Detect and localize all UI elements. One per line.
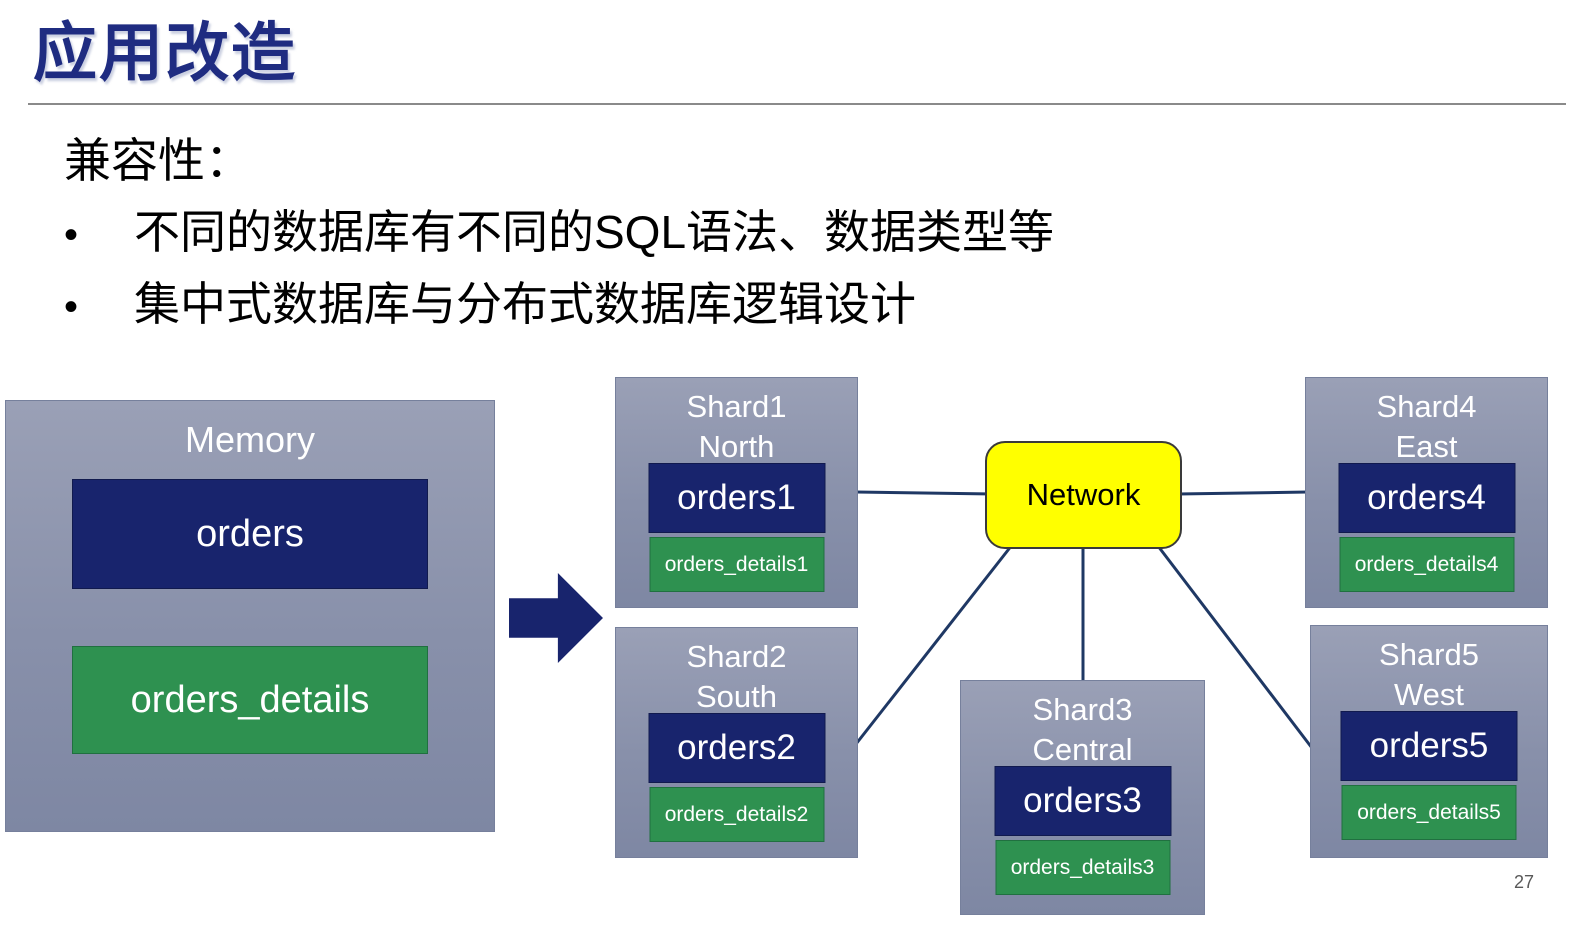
shard1-title: Shard1	[686, 389, 787, 424]
shard5-title: Shard5	[1379, 637, 1479, 672]
shard2-title: Shard2	[686, 639, 787, 674]
connector-network-shard2	[854, 544, 1014, 745]
shard2-panel: Shard2 South orders2 orders_details2	[615, 627, 858, 858]
shard4-panel: Shard4 East orders4 orders_details4	[1305, 377, 1548, 608]
body-heading: 兼容性：	[64, 134, 252, 187]
shard3-orders-table: orders3	[994, 766, 1171, 836]
shard3-panel: Shard3 Central orders3 orders_details3	[960, 680, 1205, 915]
connector-network-shard4	[1177, 490, 1309, 496]
shard1-panel: Shard1 North orders1 orders_details1	[615, 377, 858, 608]
shard4-orders-table: orders4	[1338, 463, 1515, 533]
shard3-details-table: orders_details3	[995, 840, 1170, 895]
bullet-item: • 集中式数据库与分布式数据库逻辑设计	[64, 268, 916, 334]
shard5-orders-table: orders5	[1340, 711, 1518, 781]
bullet-item: • 不同的数据库有不同的SQL语法、数据类型等	[64, 196, 1054, 262]
memory-orders-table: orders	[72, 479, 428, 589]
connector-network-shard5	[1156, 545, 1314, 749]
shard4-details-table: orders_details4	[1339, 537, 1514, 592]
slide-title: 应用改造	[33, 17, 297, 89]
network-node: Network	[985, 441, 1182, 549]
shard1-details-table: orders_details1	[649, 537, 824, 592]
memory-details-table: orders_details	[72, 646, 428, 754]
memory-label: Memory	[184, 419, 315, 460]
page-number: 27	[1513, 872, 1534, 892]
shard2-orders-table: orders2	[648, 713, 825, 783]
bullet-glyph: •	[64, 213, 79, 258]
bullet-glyph: •	[64, 285, 79, 330]
title-divider	[28, 103, 1566, 105]
memory-panel: Memory orders orders_details	[5, 400, 495, 832]
connector-network-shard1	[855, 490, 994, 496]
shard1-orders-table: orders1	[648, 463, 825, 533]
shard5-details-table: orders_details5	[1341, 785, 1517, 840]
shard3-subtitle: Central	[1032, 731, 1133, 767]
shard3-title: Shard3	[1032, 692, 1133, 727]
shard5-panel: Shard5 West orders5 orders_details5	[1310, 625, 1548, 858]
shard2-subtitle: South	[695, 678, 777, 714]
shard5-subtitle: West	[1393, 676, 1465, 712]
bullet-text: 不同的数据库有不同的SQL语法、数据类型等	[134, 206, 1055, 258]
shard4-title: Shard4	[1376, 389, 1477, 424]
shard2-details-table: orders_details2	[649, 787, 824, 842]
shard1-subtitle: North	[698, 428, 775, 464]
shard4-subtitle: East	[1395, 428, 1458, 464]
bullet-text: 集中式数据库与分布式数据库逻辑设计	[134, 278, 916, 330]
